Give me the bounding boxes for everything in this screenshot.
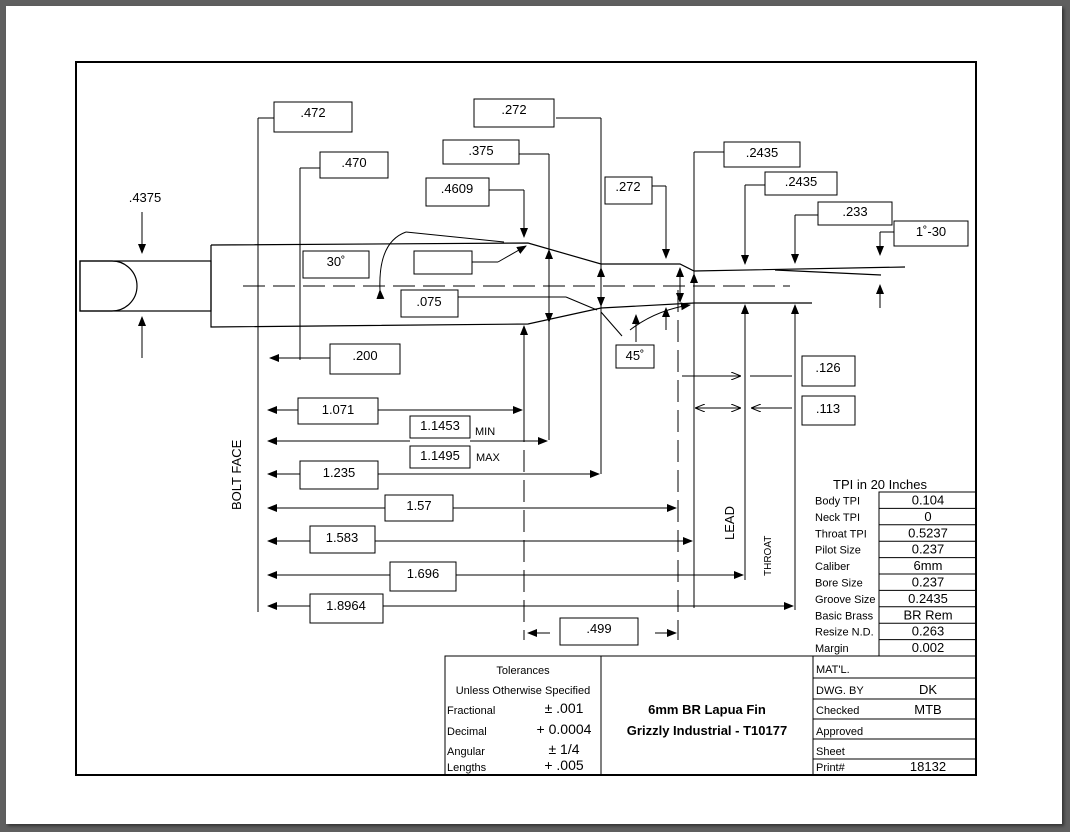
matl-label: MAT'L. — [816, 664, 850, 676]
dim-2435-a: .2435 — [746, 145, 779, 160]
dim-11495: 1.1495 — [420, 448, 460, 463]
dim-126: .126 — [815, 360, 840, 375]
dim-272-top: .272 — [501, 102, 526, 117]
spec-value: 0.5237 — [908, 525, 948, 540]
spec-value: 0.237 — [912, 542, 945, 557]
dim-30-deg: 30˚ — [327, 254, 346, 269]
spec-label: Bore Size — [815, 578, 863, 590]
dim-min-label: MIN — [475, 426, 495, 438]
dimension-lines — [138, 117, 894, 637]
drawing-title-line2: Grizzly Industrial - T10177 — [627, 723, 787, 738]
print-value: 18132 — [910, 759, 946, 774]
lead-label: LEAD — [722, 506, 737, 540]
drawing-title-line1: 6mm BR Lapua Fin — [648, 702, 766, 717]
tolerance-value: ± 1/4 — [548, 741, 579, 757]
tolerance-label: Fractional — [447, 705, 495, 717]
chamber-profile — [79, 242, 906, 640]
spec-label: Groove Size — [815, 594, 876, 606]
dim-18964: 1.8964 — [326, 598, 366, 613]
spec-label: Throat TPI — [815, 528, 867, 540]
throat-label: THROAT — [763, 536, 774, 576]
dimension-boxes: .472 .470 .4375 .272 .375 .4609 .272 .24… — [129, 98, 969, 646]
checked-value: MTB — [914, 702, 941, 717]
spec-label: Caliber — [815, 561, 850, 573]
dwg-by-value: DK — [919, 682, 937, 697]
sheet-label: Sheet — [816, 746, 845, 758]
checked-label: Checked — [816, 705, 859, 717]
dim-1583: 1.583 — [326, 530, 359, 545]
dim-113: .113 — [816, 401, 840, 416]
spec-label: Resize N.D. — [815, 627, 874, 639]
dim-4609: .4609 — [441, 181, 474, 196]
dim-470: .470 — [341, 155, 366, 170]
spec-value: 0.263 — [912, 624, 945, 639]
dim-max-label: MAX — [476, 452, 501, 464]
dim-472: .472 — [300, 105, 325, 120]
spec-label: Body TPI — [815, 496, 860, 508]
tolerances-subtitle: Unless Otherwise Specified — [456, 685, 591, 697]
title-block: MAT'L. DWG. BY DK Checked MTB Approved S… — [812, 655, 977, 776]
spec-value: 0 — [924, 509, 931, 524]
dim-200: .200 — [352, 348, 377, 363]
dim-272-right: .272 — [615, 179, 640, 194]
spec-value: 0.237 — [912, 575, 945, 590]
dim-1-30: 1˚-30 — [916, 224, 946, 239]
dwg-by-label: DWG. BY — [816, 685, 864, 697]
dim-11453: 1.1453 — [420, 418, 460, 433]
dim-1235: 1.235 — [323, 465, 356, 480]
dim-375: .375 — [468, 143, 493, 158]
dim-075: .075 — [416, 294, 441, 309]
spec-value: 6mm — [914, 558, 943, 573]
spec-value: 0.2435 — [908, 591, 948, 606]
spec-table-title: TPI in 20 Inches — [833, 477, 927, 492]
tolerances-block: Tolerances Unless Otherwise Specified Fr… — [444, 655, 602, 776]
dim-499: .499 — [586, 621, 611, 636]
dim-157: 1.57 — [406, 498, 431, 513]
tolerance-label: Decimal — [447, 726, 487, 738]
tolerance-label: Lengths — [447, 762, 487, 774]
bolt-face-label: BOLT FACE — [229, 439, 244, 510]
spec-value: BR Rem — [903, 607, 952, 622]
drawing-paper — [6, 6, 1062, 824]
tolerance-value: + .005 — [544, 757, 584, 773]
dim-4375: .4375 — [129, 190, 162, 205]
spec-label: Neck TPI — [815, 512, 860, 524]
print-label: Print# — [816, 762, 846, 774]
spec-label: Margin — [815, 643, 849, 655]
dim-1696: 1.696 — [407, 566, 440, 581]
dim-233: .233 — [842, 204, 867, 219]
dim-1071: 1.071 — [322, 402, 355, 417]
spec-value: 0.002 — [912, 640, 945, 655]
spec-label: Pilot Size — [815, 545, 861, 557]
tolerances-title: Tolerances — [496, 665, 550, 677]
tolerance-value: ± .001 — [545, 700, 584, 716]
tolerance-value: + 0.0004 — [537, 721, 592, 737]
tolerance-label: Angular — [447, 746, 485, 758]
spec-value: 0.104 — [912, 493, 945, 508]
dim-45-deg: 45˚ — [626, 348, 645, 363]
spec-label: Basic Brass — [815, 610, 874, 622]
approved-label: Approved — [816, 726, 863, 738]
drawing-title-block: 6mm BR Lapua Fin Grizzly Industrial - T1… — [600, 655, 814, 776]
dim-2435-b: .2435 — [785, 174, 818, 189]
